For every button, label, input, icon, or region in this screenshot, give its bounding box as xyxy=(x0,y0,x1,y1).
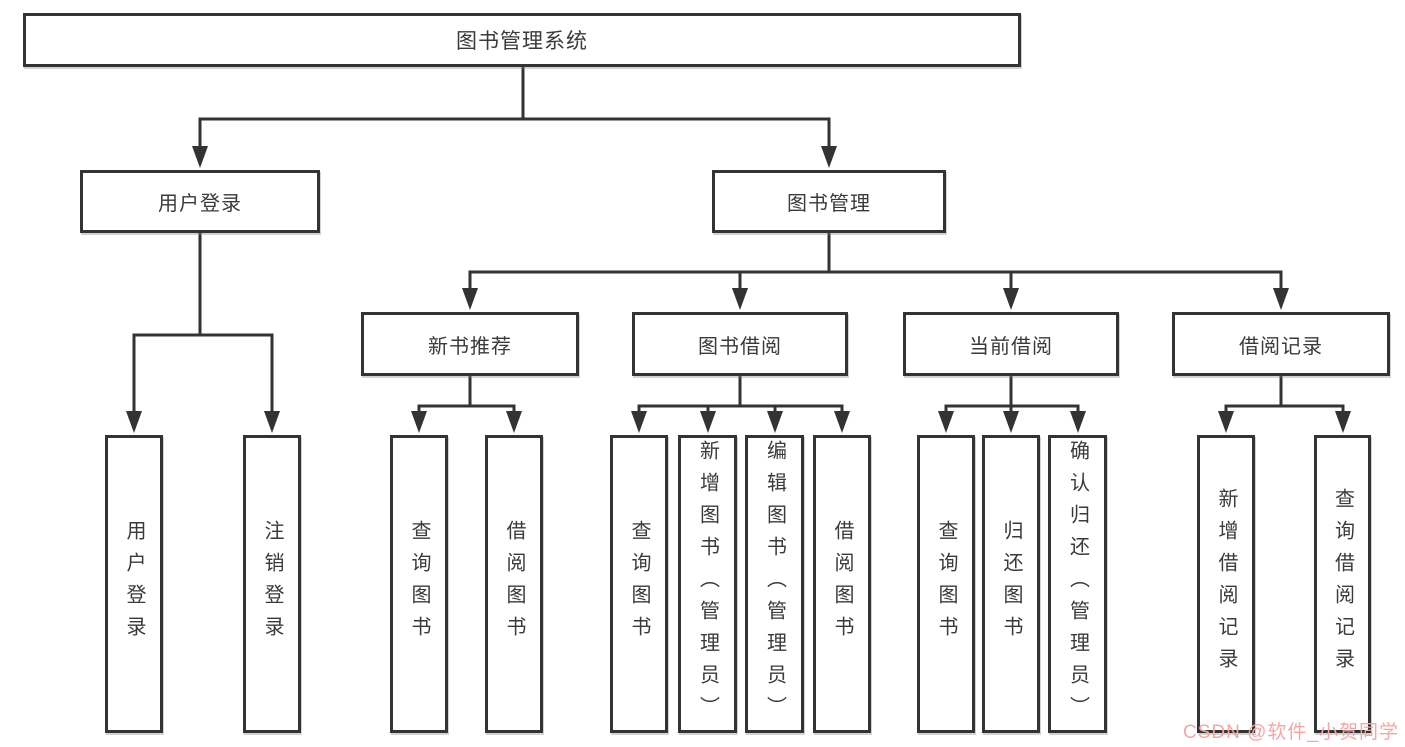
node-library-management-system: 图书管理系统 xyxy=(23,13,1021,67)
leaf-return-book: 归还图书 xyxy=(982,435,1040,733)
node-label: 图书管理 xyxy=(787,193,871,215)
leaf-label: 注销登录 xyxy=(261,520,283,648)
leaf-user-login: 用户登录 xyxy=(105,435,163,733)
node-label: 用户登录 xyxy=(158,193,242,215)
node-borrowing-records: 借阅记录 xyxy=(1172,312,1390,376)
leaf-label: 借阅图书 xyxy=(503,520,525,648)
leaf-label: 编辑图书（管理员） xyxy=(763,440,786,728)
node-label: 当前借阅 xyxy=(969,335,1053,358)
node-user-login: 用户登录 xyxy=(80,170,320,233)
leaf-confirm-return-admin: 确认归还（管理员） xyxy=(1048,435,1107,733)
node-book-borrowing: 图书借阅 xyxy=(632,312,848,376)
leaf-query-books-current: 查询图书 xyxy=(917,435,975,733)
leaf-borrow-books-recommend: 借阅图书 xyxy=(485,435,543,733)
leaf-query-books-borrowing: 查询图书 xyxy=(610,435,668,733)
leaf-label: 用户登录 xyxy=(123,520,145,648)
node-label: 借阅记录 xyxy=(1239,335,1323,358)
node-label: 图书管理系统 xyxy=(456,30,588,53)
leaf-label: 借阅图书 xyxy=(831,520,853,648)
node-new-book-recommendation: 新书推荐 xyxy=(361,312,579,376)
leaf-add-borrow-record: 新增借阅记录 xyxy=(1197,435,1255,733)
leaf-label: 查询图书 xyxy=(935,520,957,648)
watermark: CSDN @软件_小贺同学 xyxy=(1183,722,1399,743)
leaf-add-book-admin: 新增图书（管理员） xyxy=(678,435,737,733)
node-current-borrowing: 当前借阅 xyxy=(903,312,1119,376)
node-label: 图书借阅 xyxy=(698,335,782,358)
leaf-edit-book-admin: 编辑图书（管理员） xyxy=(745,435,804,733)
leaf-label: 新增借阅记录 xyxy=(1215,488,1237,680)
leaf-borrow-books: 借阅图书 xyxy=(813,435,871,733)
node-label: 新书推荐 xyxy=(428,335,512,358)
leaf-label: 确认归还（管理员） xyxy=(1066,440,1089,728)
leaf-label: 查询借阅记录 xyxy=(1331,488,1354,680)
leaf-query-borrow-record: 查询借阅记录 xyxy=(1314,435,1371,733)
node-book-management: 图书管理 xyxy=(712,170,946,233)
leaf-label: 查询图书 xyxy=(628,520,650,648)
leaf-query-books-recommend: 查询图书 xyxy=(390,435,448,733)
leaf-label: 查询图书 xyxy=(408,520,430,648)
leaf-logout: 注销登录 xyxy=(243,435,301,733)
leaf-label: 新增图书（管理员） xyxy=(696,440,719,728)
leaf-label: 归还图书 xyxy=(1000,520,1022,648)
